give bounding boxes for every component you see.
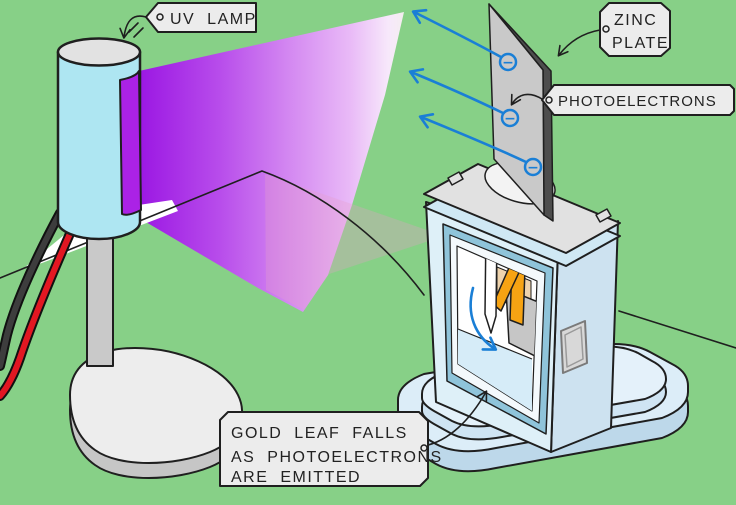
svg-text:UV LAMP: UV LAMP (170, 11, 257, 28)
table-edge-line (0, 170, 736, 349)
cap-notch-right (595, 208, 612, 223)
electroscope (397, 161, 689, 473)
leaf-fall-arrow (469, 286, 498, 351)
tag-hole (420, 444, 428, 452)
red-wire (0, 217, 79, 399)
beam-table-tint (265, 174, 444, 310)
svg-text:PLATE: PLATE (612, 35, 669, 52)
svg-text:ZINC: ZINC (614, 12, 657, 29)
tag-hole (602, 25, 610, 33)
uv-lamp-tick (128, 22, 139, 33)
gold-leaf-leader (423, 390, 488, 447)
svg-text:AS PHOTOELECTRONS: AS PHOTOELECTRONS (231, 449, 443, 466)
tag-hole (156, 13, 164, 21)
black-wire (0, 210, 63, 369)
svg-text:GOLD LEAF FALLS: GOLD LEAF FALLS (231, 425, 408, 442)
label-leaders (119, 15, 601, 447)
photoelectrons-leader (510, 93, 543, 106)
photoelectrons-group: − − − (408, 8, 543, 177)
label-gold-leaf: GOLD LEAF FALLS AS PHOTOELECTRONS ARE EM… (219, 411, 443, 487)
lamp-uv-window (119, 70, 142, 216)
svg-text:PHOTOELECTRONS: PHOTOELECTRONS (558, 93, 717, 110)
uv-lamp-stand (69, 217, 243, 479)
cap-notch-left (447, 171, 464, 186)
label-zinc-plate: ZINC PLATE (599, 2, 671, 57)
label-uv-lamp: UV LAMP (145, 2, 257, 33)
uv-lamp (56, 37, 142, 241)
uv-lamp-leader (119, 15, 147, 39)
electron-arrow (411, 8, 503, 59)
zinc-plate-leader (557, 29, 601, 57)
stand-pole (86, 217, 114, 367)
uv-beam (139, 12, 444, 312)
electron-arrow (418, 113, 528, 164)
lamp-top (56, 37, 142, 67)
tag-hole (545, 96, 553, 104)
interior-floor (458, 329, 532, 411)
electron-minus: − (504, 111, 516, 127)
electron-minus: − (527, 160, 539, 176)
lamp-wires (0, 208, 81, 401)
electron (523, 157, 543, 177)
electron (500, 108, 520, 128)
terminal-plate (560, 320, 588, 374)
svg-text:ARE EMITTED: ARE EMITTED (231, 469, 361, 486)
label-tags: UV LAMP ZINC PLATE PHOTOELECTRONS GOLD L… (145, 2, 735, 487)
uv-lamp-tick (133, 27, 144, 38)
electron-arrow (408, 68, 505, 115)
electron-minus: − (502, 55, 514, 71)
electron (498, 52, 518, 72)
label-photoelectrons: PHOTOELECTRONS (541, 84, 735, 116)
